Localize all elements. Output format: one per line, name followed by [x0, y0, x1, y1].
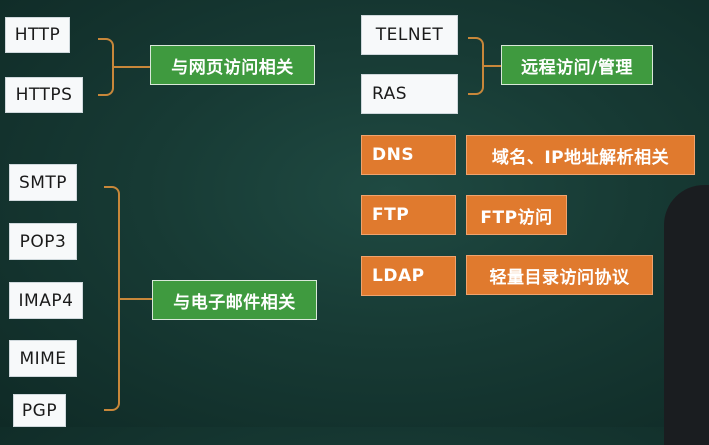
ftp-label: FTP — [372, 205, 410, 225]
dns-box: DNS — [361, 135, 456, 175]
imap4-label: IMAP4 — [18, 290, 74, 311]
pop3-label: POP3 — [19, 231, 67, 252]
mime-label: MIME — [19, 348, 67, 369]
https-label: HTTPS — [15, 85, 73, 105]
ldap-box: LDAP — [361, 256, 456, 296]
smtp-label: SMTP — [18, 172, 68, 193]
telnet-label: TELNET — [375, 25, 444, 45]
pop3-box: POP3 — [9, 223, 77, 260]
mime-box: MIME — [9, 340, 77, 377]
remote-category-label: 远程访问/管理 — [501, 45, 653, 85]
mail-bracket-tick — [120, 298, 152, 300]
ras-label: RAS — [372, 84, 408, 104]
web-bracket-tick — [114, 66, 150, 68]
remote-bracket-tick — [484, 65, 501, 67]
remote-bracket — [468, 37, 484, 95]
pgp-label: PGP — [21, 400, 58, 421]
dns-label: DNS — [372, 145, 415, 165]
imap4-box: IMAP4 — [9, 282, 83, 319]
http-box: HTTP — [5, 17, 70, 53]
presenter-silhouette — [664, 185, 709, 445]
smtp-box: SMTP — [9, 164, 77, 201]
http-label: HTTP — [14, 25, 61, 45]
ras-box: RAS — [361, 74, 458, 114]
ldap-label: LDAP — [372, 266, 425, 286]
pgp-box: PGP — [13, 394, 66, 427]
ldap-description: 轻量目录访问协议 — [466, 255, 653, 295]
web-bracket — [98, 38, 114, 96]
dns-description: 域名、IP地址解析相关 — [466, 135, 695, 175]
web-category-label: 与网页访问相关 — [150, 45, 315, 85]
mail-bracket — [104, 186, 120, 411]
https-box: HTTPS — [5, 77, 83, 113]
telnet-box: TELNET — [361, 15, 458, 55]
ftp-description: FTP访问 — [466, 195, 567, 235]
mail-category-label: 与电子邮件相关 — [152, 280, 317, 320]
ftp-box: FTP — [361, 195, 456, 235]
